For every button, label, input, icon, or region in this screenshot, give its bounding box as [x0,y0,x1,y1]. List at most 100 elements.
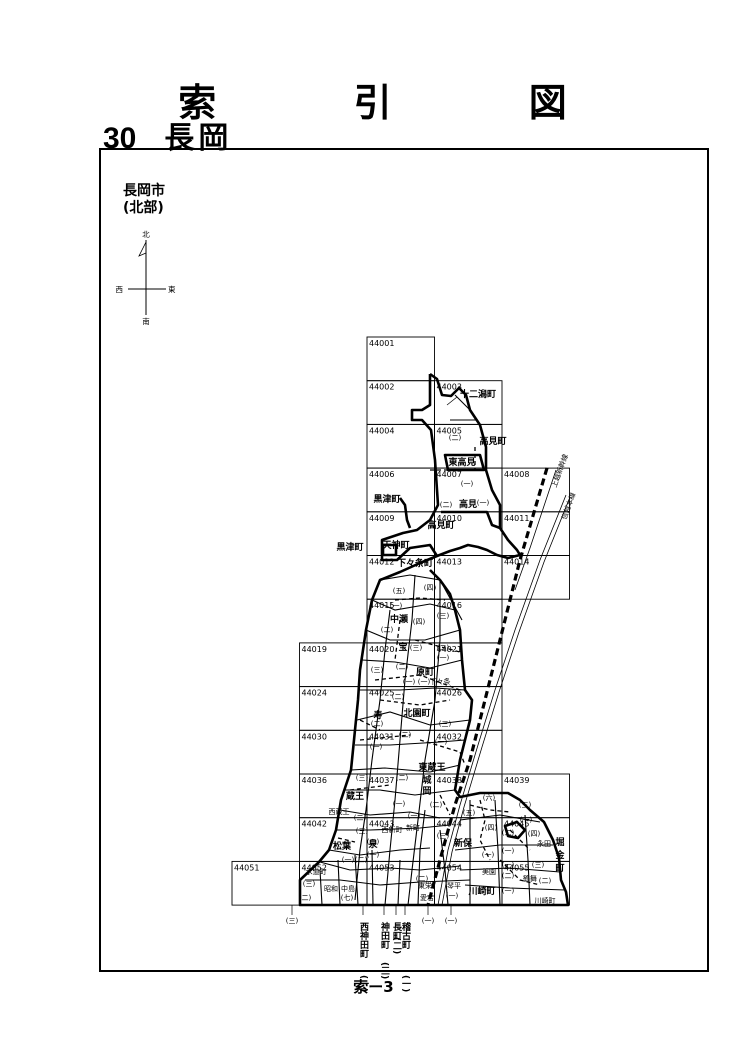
place-label: (二) [502,872,515,880]
place-label: (五) [463,809,476,817]
compass-east: 東 [168,284,176,294]
place-label: 高見町 [479,435,506,447]
place-label: (二) [299,894,312,902]
place-label: (二) [367,838,380,846]
place-label: (一) [393,800,406,808]
place-label: (一) [435,738,448,746]
place-labels: 十二潟町(二)高見町東高見(一)(二)高見(一)黒津町高見町黒津町天神町下々条町… [299,388,566,905]
page-number: 索ー3 [353,978,394,996]
railway-label: 信越本線 [559,491,577,520]
place-label: 川崎町 [535,896,556,905]
area-label-district: (北部) [123,200,164,216]
place-label: (四) [413,618,426,626]
grid-cell-id: 44009 [369,514,394,523]
place-label: (三) [439,720,452,728]
vertical-place-label: (二) [391,937,402,954]
page-title: 索 引 図 [178,81,629,125]
map-frame [99,148,709,972]
vertical-place-label: (一) [358,975,369,992]
grid-cell-id: 44004 [369,426,394,435]
place-label: (二) [381,626,394,634]
place-label: (三) [356,774,369,782]
place-label: (七) [341,893,354,902]
grid-cell-id: 44025 [369,689,394,698]
place-label: (三) [356,827,369,835]
grid-cell-id: 44039 [504,776,529,785]
place-label: (二) [399,731,412,739]
place-label: 東栄 [418,881,432,890]
grid-cell-id: 44003 [437,383,462,392]
place-label: 蔵王 [346,790,364,802]
place-label: (一) [482,851,495,859]
place-label: (三) [371,666,384,674]
grid-cell-id: 44011 [504,514,529,523]
place-label: (二) [416,875,429,883]
place-label: 昭和 [324,884,338,893]
place-label: (一) [446,892,459,900]
place-label: (一) [408,812,421,820]
area-label: 長岡市 (北部) [123,183,165,217]
place-label: 新町 [406,823,420,832]
place-label: 北園町 [403,707,430,719]
compass-west: 西 [116,285,124,294]
place-label: 高見 [459,498,477,510]
place-label: (一) [390,602,403,610]
place-label: 泉 [367,838,378,850]
place-label: (四) [485,824,498,832]
place-label: (三) [437,612,450,620]
place-label: 琴平 [447,882,461,890]
place-label: (一) [342,856,355,864]
grid-cell-id: 44014 [504,558,529,567]
grid-cell-id: 44038 [437,776,462,785]
grid-cell-id: 44001 [369,339,394,348]
place-label: (三) [437,832,450,840]
place-label: 堀 [555,836,564,848]
place-label: (二) [371,720,384,728]
grid-cell-id: 44007 [437,470,462,479]
place-label: (一) [367,851,380,859]
leader-lines [291,396,458,915]
place-label: (二) [440,501,453,509]
bottom-label: (一) [422,917,435,925]
railway-lines [426,467,571,906]
place-label: 西新町 [382,825,403,834]
grid-cell-id: 44055 [504,863,529,872]
place-label: (一) [461,480,474,488]
place-label: (六) [483,793,496,802]
grid-cell-id: 44006 [369,470,394,479]
grid-cell-id: 44043 [369,820,394,829]
place-label: 川崎町 [467,885,495,897]
place-label: (二) [355,856,368,864]
grid-cell-id: 44008 [504,470,529,479]
vertical-place-label: 稽古町 [400,921,411,950]
place-label: 新保 [454,837,473,849]
place-label: 町 [555,863,564,874]
compass-icon: 北 南 西 東 [116,230,177,326]
compass-south: 南 [142,316,150,326]
grid-cell-id: 44024 [302,689,327,698]
place-label: 原町 [416,667,434,678]
place-label: 黒津町 [336,541,363,553]
place-label: 永田 [537,839,551,848]
place-label: (一) [502,861,515,869]
grid-cell-id: 44042 [302,820,327,829]
road-lines [305,394,566,906]
place-label: 金 [554,849,565,861]
place-label: (二) [539,877,552,885]
place-label: (二) [437,644,450,652]
place-label: (一) [502,847,515,855]
city-name: 長岡 [164,121,233,156]
place-label: (一) [502,887,515,895]
place-label: 城 [422,774,431,786]
place-label: 鶴舞 [523,874,537,883]
place-label: 天神町 [382,539,409,551]
place-label: (四) [528,830,541,838]
grid-cell[interactable] [501,555,570,600]
place-label: (一) [437,654,450,662]
place-label: 中瀬 [390,613,408,625]
place-label: (二) [396,663,409,671]
grid-cell-id: 44036 [302,776,327,785]
grid-cell-id: 44005 [437,426,462,435]
place-label: (一) [520,816,533,824]
